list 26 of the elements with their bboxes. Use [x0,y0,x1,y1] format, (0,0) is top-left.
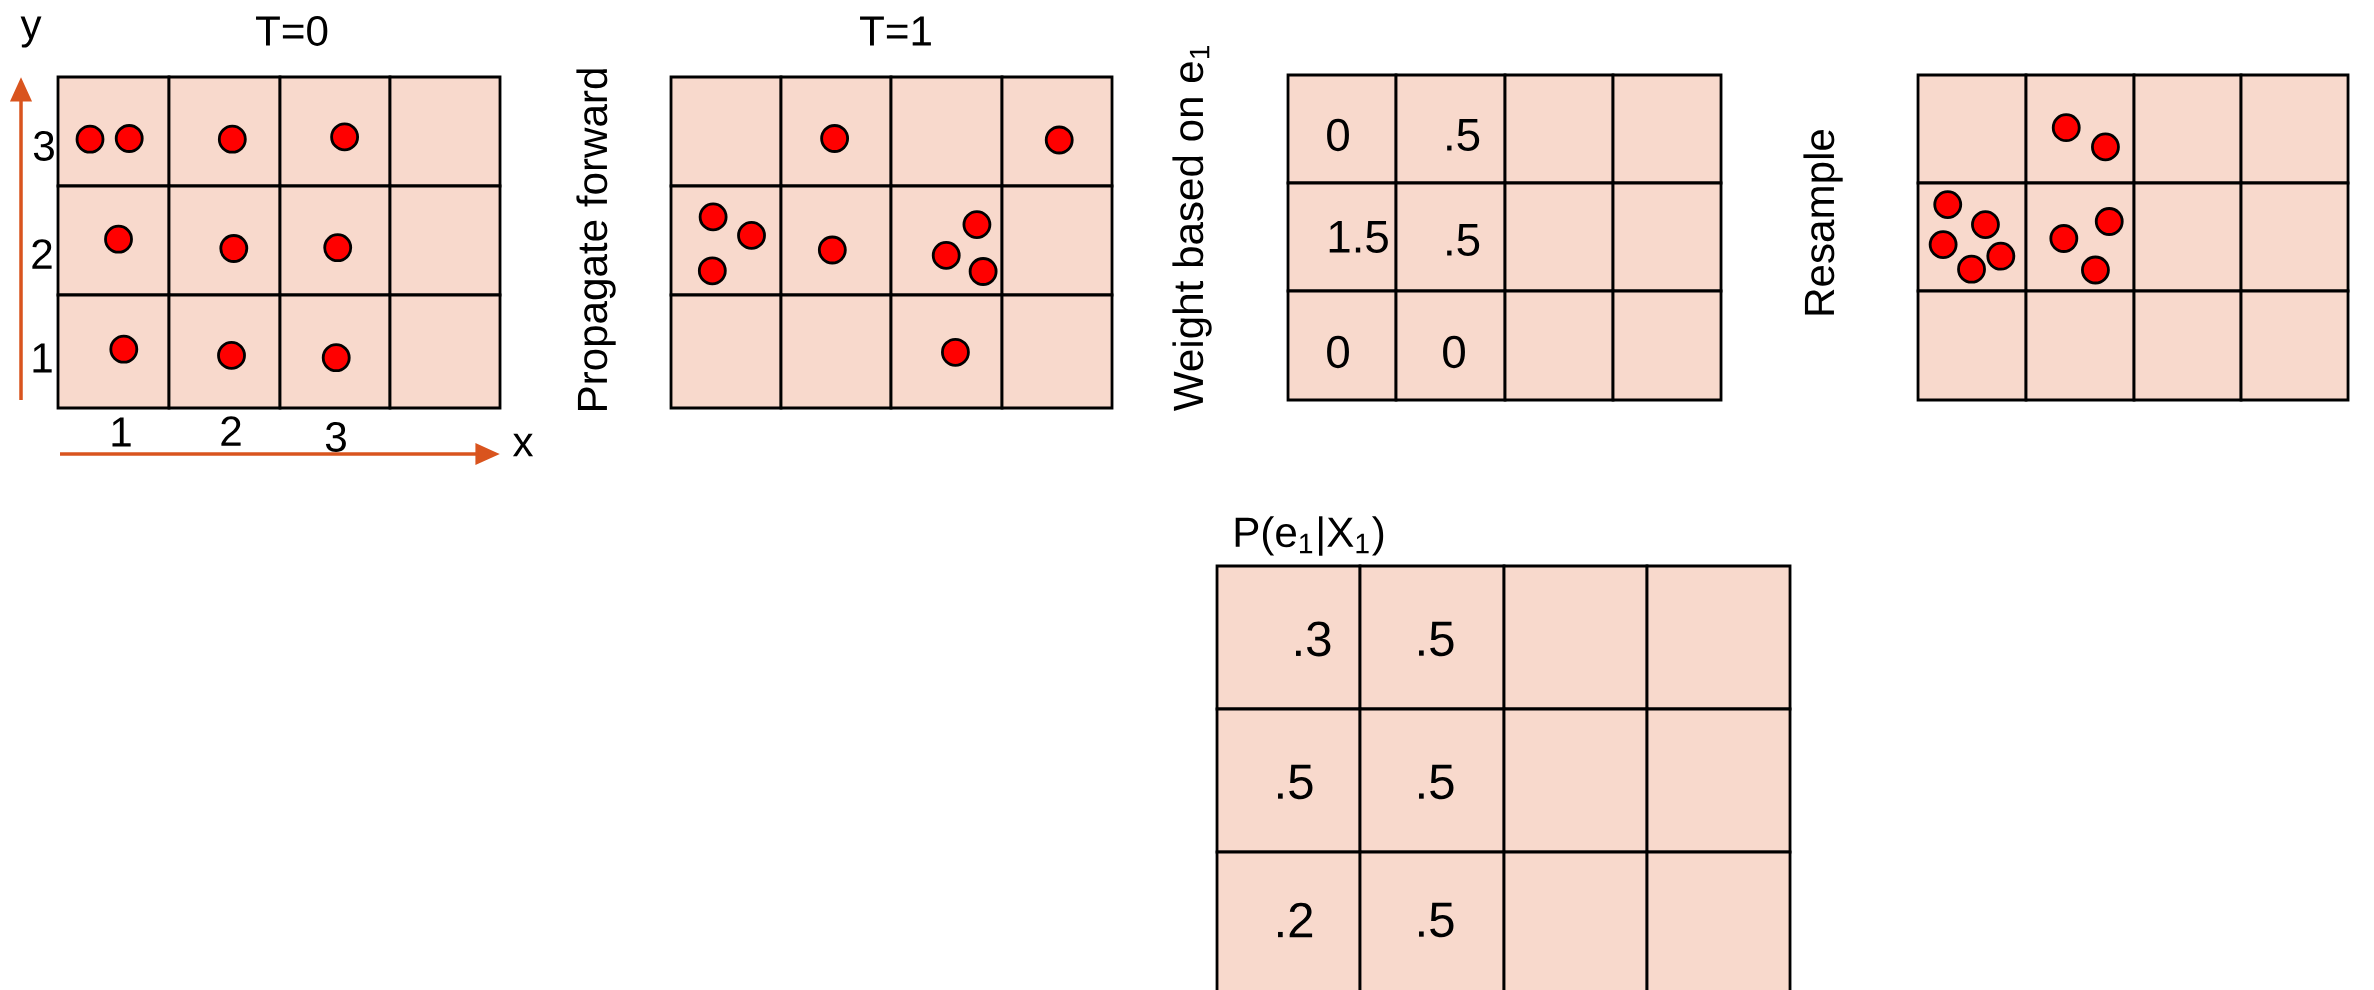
tick-label: 3 [325,422,346,452]
table-cell: .5 [1358,707,1506,854]
time-label: T=1 [860,16,931,46]
table-cell: 0 [1286,73,1398,185]
step-label: Weight based on e$_{1}$ [1172,45,1212,411]
tick-label: 1 [33,343,52,373]
time-label: T=0 [256,16,328,46]
tick-label: 2 [32,239,52,269]
step-label: Resample [1803,130,1843,315]
table-cell: .5 [1394,181,1507,293]
table-cell: .5 [1394,73,1507,185]
tick-label: 1 [112,417,131,447]
axis-label: y [20,16,42,48]
table-cell: 1.5 [1286,181,1398,293]
table-cell: .2 [1215,850,1362,990]
tick-label: 3 [33,131,54,161]
table-cell: .5 [1358,564,1506,711]
table-title: P(e$_{1}$|X$_{1}$) [1235,516,1384,556]
table-cell: 0 [1394,289,1507,402]
tick-label: 2 [221,416,241,446]
table-cell: .5 [1358,850,1506,990]
table-cell: 0 [1286,289,1398,402]
axis-label: x [512,433,534,457]
table-cell: .5 [1215,707,1362,854]
table-cell: .3 [1215,564,1362,711]
step-label: Propagate forward [576,69,616,410]
